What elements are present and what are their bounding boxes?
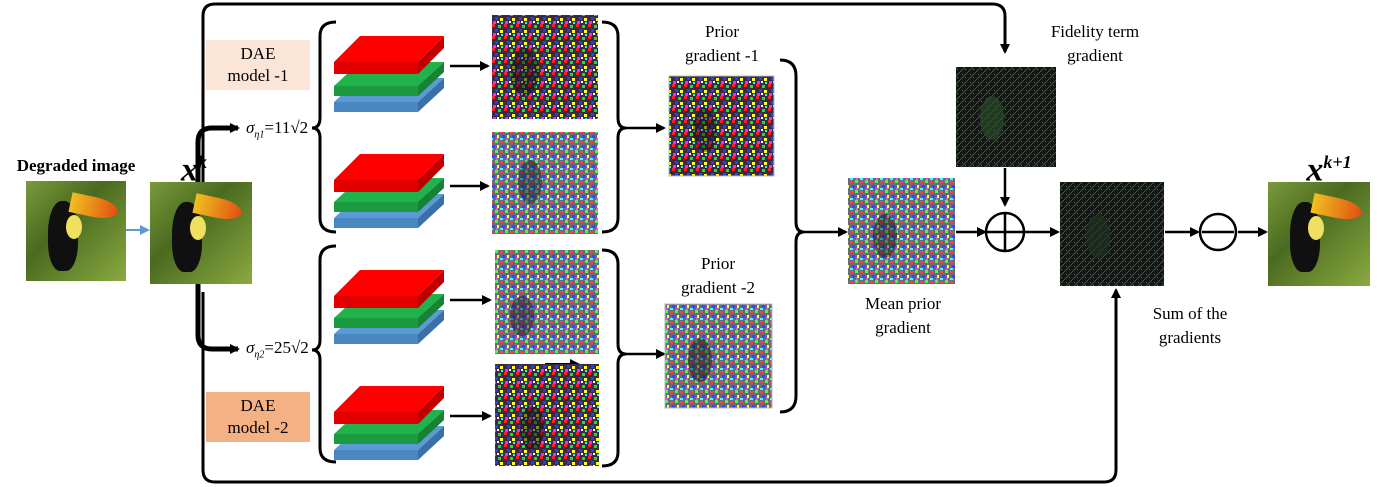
brace-combine [779, 58, 805, 414]
sigma-1-label: ση1=11√2 [246, 118, 308, 140]
prior-gradient-2-shape [688, 338, 712, 382]
xk-base: x [181, 151, 198, 189]
xk1-image [1268, 182, 1370, 286]
prior-gradient-1-label: Prior gradient -1 [660, 20, 784, 68]
xk1-label: xk+1 [1284, 142, 1374, 190]
dae-model-1-box: DAE model -1 [206, 40, 310, 90]
layer-stack-2 [334, 154, 444, 228]
sigma-2-symbol: σ [246, 338, 255, 357]
layer-stack-1 [334, 36, 444, 112]
fidelity-line1: Fidelity term [1050, 22, 1140, 41]
sigma-2-value: =25√2 [264, 338, 309, 357]
dae2-output-image-2 [495, 364, 599, 466]
sigma-1-symbol: σ [246, 118, 255, 137]
sum-label: Sum of the gradients [1130, 302, 1250, 350]
brace-right-2 [601, 248, 627, 468]
sigma-2-label: ση2=25√2 [246, 338, 309, 360]
sum-line1: Sum of the [1152, 304, 1228, 323]
degraded-image-label: Degraded image [16, 156, 136, 175]
prior-gradient-2-label: Prior gradient -2 [656, 252, 780, 300]
mean-prior-line2: gradient [875, 318, 931, 337]
dae2-output-image-1 [495, 250, 599, 354]
fidelity-label: Fidelity term gradient [1030, 20, 1160, 68]
dae-model-1-line1: DAE [240, 44, 276, 63]
dae1-output-shape-2 [518, 160, 542, 204]
dae1-output-image-1 [492, 15, 598, 119]
prior-gradient-1-line1: Prior [705, 22, 739, 41]
sigma-2-sub: η2 [254, 349, 265, 361]
xk-image [150, 182, 252, 284]
minus-operator [1198, 212, 1238, 252]
arrow-branch-2 [195, 284, 240, 354]
brace-right-1 [601, 20, 627, 234]
dae-model-2-line2: model -2 [227, 418, 289, 437]
toucan-throat-shape [66, 215, 82, 239]
sum-line2: gradients [1158, 328, 1222, 347]
brace-left-1 [311, 20, 337, 234]
dae-model-2-line1: DAE [240, 396, 276, 415]
dae-model-1-line2: model -1 [227, 66, 289, 85]
layer-stack-4 [334, 386, 444, 460]
fidelity-line2: gradient [1067, 46, 1123, 65]
plus-operator [984, 211, 1026, 253]
mean-prior-gradient-shape [873, 214, 897, 258]
dae1-output-shape-1 [511, 48, 539, 96]
feedback-top-line [201, 2, 1010, 182]
mean-prior-gradient-image [848, 178, 955, 284]
dae-model-2-box: DAE model -2 [206, 392, 310, 442]
layer-stack-3 [334, 270, 444, 344]
sigma-1-sub: η1 [254, 129, 265, 141]
sigma-1-value: =11√2 [264, 118, 309, 137]
xk1-base: x [1306, 151, 1324, 189]
prior-gradient-2-line2: gradient -2 [680, 278, 756, 297]
dae1-output-image-2 [492, 132, 598, 234]
prior-gradient-2-line1: Prior [701, 254, 735, 273]
xk1-toucan-throat [1308, 216, 1324, 240]
dae2-output-shape-2 [520, 406, 544, 450]
prior-gradient-2-image [664, 303, 773, 409]
brace-left-2 [311, 244, 337, 464]
xk-toucan-throat [190, 216, 206, 240]
xk1-sup: k+1 [1323, 152, 1352, 172]
arrow-branch-1 [195, 123, 240, 182]
prior-gradient-1-image [668, 75, 775, 177]
fidelity-gradient-shape [980, 96, 1004, 140]
xk-label: xk [164, 142, 224, 190]
dae2-output-shape-1 [510, 296, 534, 336]
degraded-image [26, 181, 126, 281]
mean-prior-label: Mean prior gradient [838, 292, 968, 340]
prior-gradient-1-line2: gradient -1 [684, 46, 760, 65]
xk-sup: k [198, 152, 207, 172]
feedback-bottom-line [201, 288, 1121, 484]
fidelity-gradient-image [956, 67, 1056, 167]
prior-gradient-1-shape [693, 108, 717, 152]
mean-prior-line1: Mean prior [864, 294, 941, 313]
sum-gradient-image [1060, 182, 1164, 286]
sum-gradient-shape [1086, 214, 1110, 258]
